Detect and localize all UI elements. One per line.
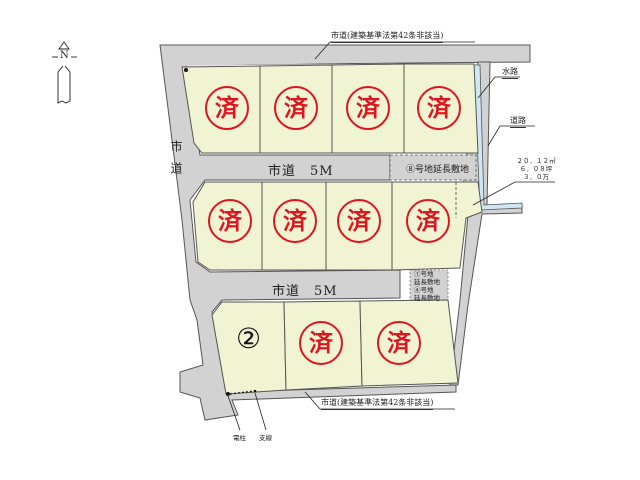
area-price: ３．０万	[523, 173, 549, 181]
lot-row3-1[interactable]	[211, 301, 287, 395]
guy-wire-label: 支線	[259, 434, 272, 442]
left-road-label: 市道	[169, 140, 183, 184]
middle-road-2-label: 市道 5M	[272, 284, 338, 299]
extension-4-sub-label: 延長敷地	[414, 294, 440, 302]
sold-stamp[interactable]: 済	[377, 321, 421, 365]
top-road-label: 市道(建築基準法第42条非該当)	[331, 30, 444, 43]
utility-pole-label: 電柱	[233, 434, 246, 442]
sold-stamp[interactable]: 済	[208, 199, 252, 243]
area-note: ２０．１２㎡ ６．０８坪 ３．０万	[514, 157, 558, 181]
sold-stamp[interactable]: 済	[274, 86, 318, 130]
sold-stamp[interactable]: 済	[346, 86, 390, 130]
side-road-label: 道路	[510, 115, 526, 128]
north-arrow-icon	[52, 41, 77, 104]
utility-pole-icon	[226, 392, 230, 396]
extension-lot-8	[389, 154, 477, 181]
bottom-road-label: 市道(建築基準法第42条非該当)	[321, 397, 434, 410]
sold-stamp[interactable]: 済	[273, 199, 317, 243]
sold-stamp[interactable]: 済	[417, 86, 461, 130]
sold-stamp[interactable]: 済	[337, 199, 381, 243]
extension-small-labels: ①号地 延長敷地 ④号地 延長敷地	[414, 270, 440, 302]
area-sqm: ２０．１２㎡	[516, 157, 556, 165]
waterway-label: 水路	[502, 66, 518, 79]
extension-lot-8-label: ⑧号地延長敷地	[406, 165, 470, 175]
available-lot-number[interactable]: ②	[236, 322, 262, 355]
compass-label: N	[60, 50, 69, 61]
middle-road-1-label: 市道 5M	[268, 164, 334, 179]
extension-1-label: ①号地	[414, 270, 434, 278]
sold-stamp[interactable]: 済	[205, 86, 249, 130]
extension-4-label: ④号地	[414, 286, 434, 294]
sold-stamp[interactable]: 済	[299, 321, 343, 365]
area-tsubo: ６．０８坪	[519, 165, 553, 173]
extension-1-sub-label: 延長敷地	[414, 278, 440, 286]
sold-stamp[interactable]: 済	[406, 199, 450, 243]
